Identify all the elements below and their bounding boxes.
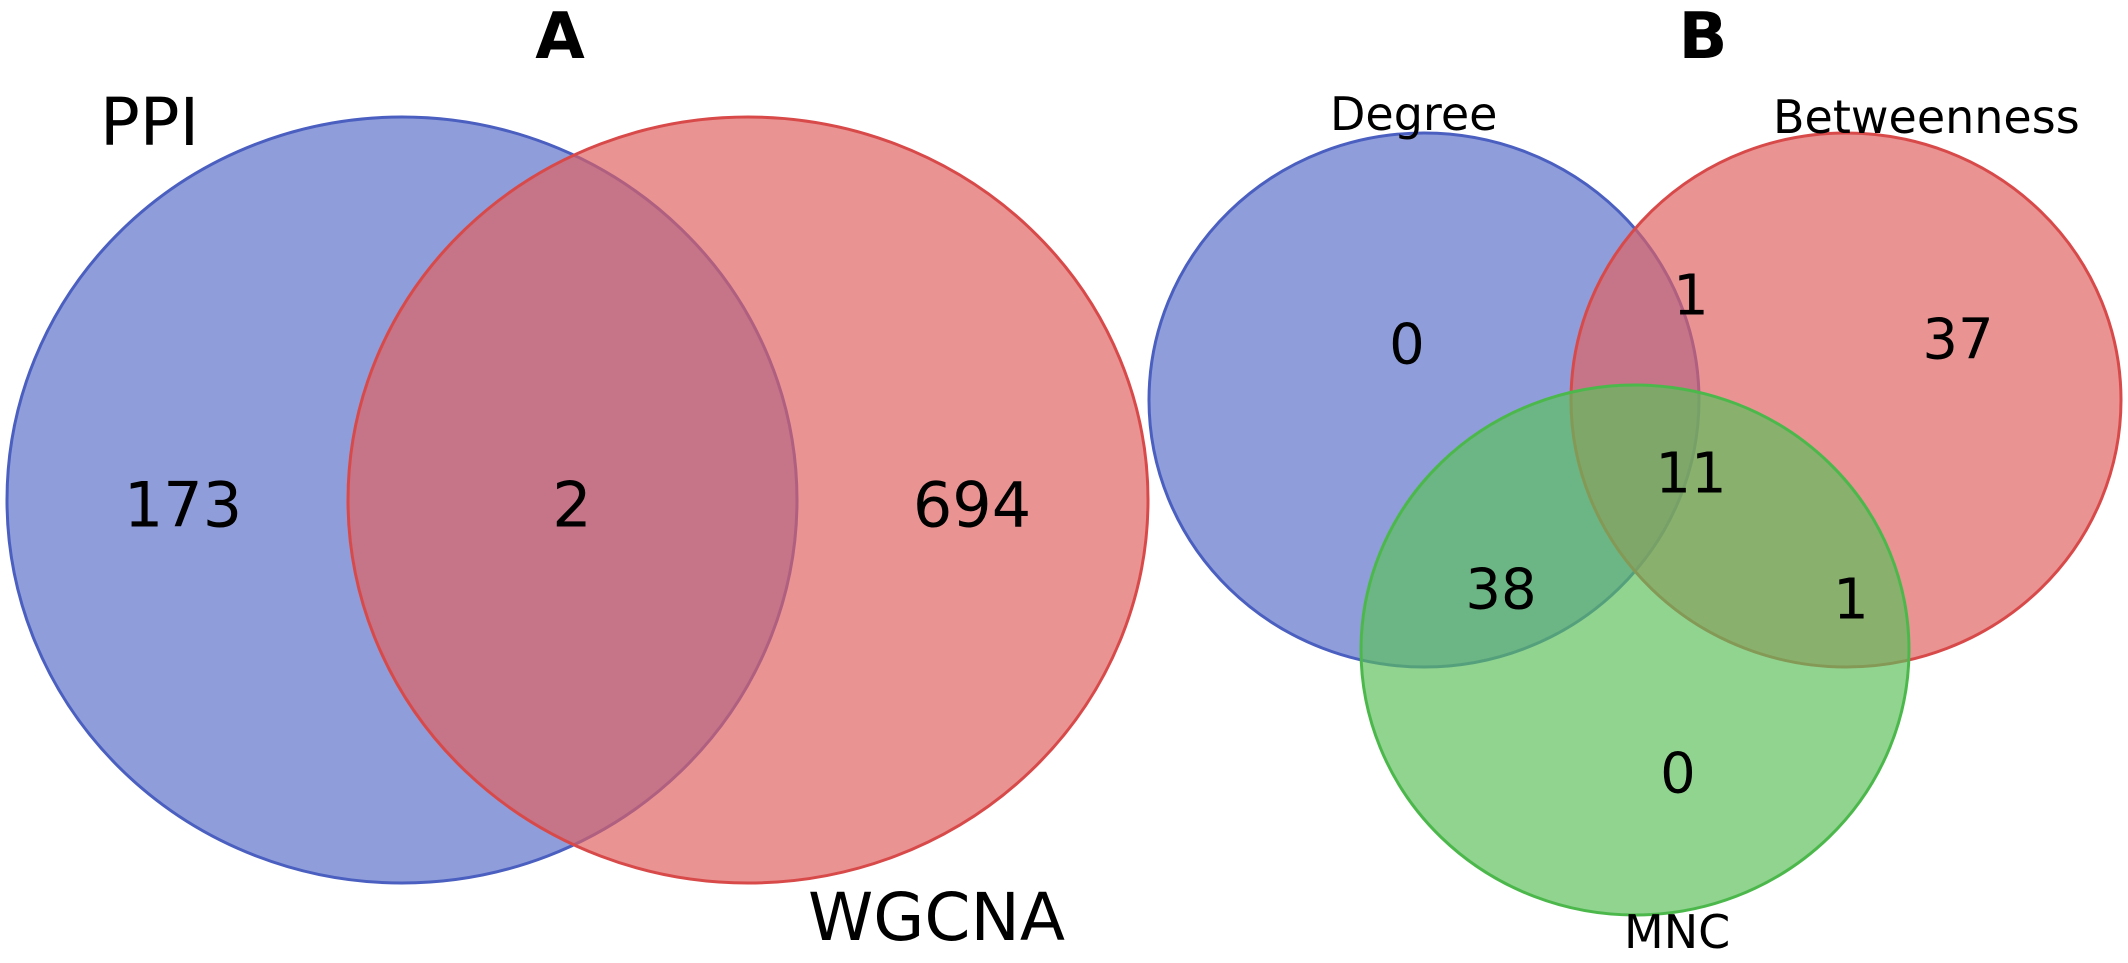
mnc-circle [1359, 383, 1911, 917]
mnc-set-label: MNC [1624, 905, 1730, 959]
betweenness-only-count: 37 [1922, 308, 1993, 373]
panel-b: B Degree Betweenness MNC 0 37 1 11 38 1 … [1147, 0, 2123, 959]
betweenness-mnc-count: 1 [1833, 568, 1869, 633]
panel-a: A PPI WGCNA 173 2 694 [5, 0, 1150, 956]
ppi-set-label: PPI [100, 84, 199, 161]
betweenness-set-label: Betweenness [1773, 90, 2080, 144]
all-three-count: 11 [1655, 442, 1726, 507]
degree-mnc-count: 38 [1465, 558, 1536, 623]
degree-set-label: Degree [1330, 87, 1497, 141]
shared-count: 2 [552, 469, 591, 542]
degree-betweenness-count: 1 [1673, 264, 1709, 329]
wgcna-only-count: 694 [913, 469, 1031, 542]
wgcna-circle [346, 115, 1150, 885]
panel-b-label: B [1679, 0, 1728, 74]
panel-a-label: A [535, 0, 585, 74]
wgcna-set-label: WGCNA [808, 879, 1065, 956]
degree-only-count: 0 [1389, 313, 1425, 378]
ppi-only-count: 173 [124, 469, 242, 542]
mnc-only-count: 0 [1660, 742, 1696, 807]
